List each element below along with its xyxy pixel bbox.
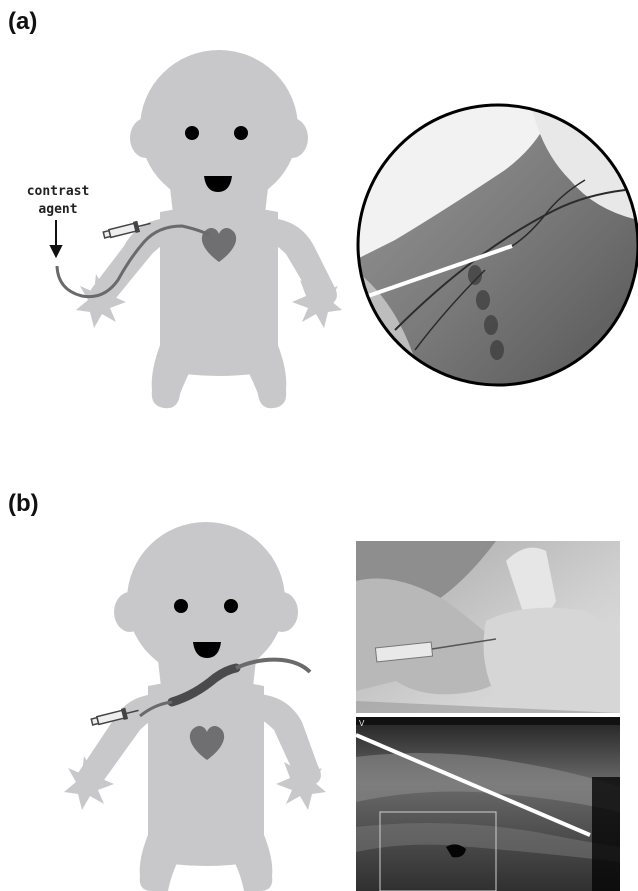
baby-figure-a xyxy=(0,40,350,420)
panel-label-b: (b) xyxy=(8,490,39,518)
ultrasound-image: V xyxy=(356,717,620,891)
eye-left xyxy=(174,599,188,613)
arrow-down-icon xyxy=(51,220,61,256)
ultrasound-mark: V xyxy=(359,719,365,728)
eye-right xyxy=(224,599,238,613)
baby-figure-b xyxy=(0,520,350,891)
eye-right xyxy=(234,126,248,140)
baby-body-b xyxy=(64,522,326,891)
procedure-photo xyxy=(356,541,620,713)
fluoroscopy-image xyxy=(355,100,638,390)
panel-label-a: (a) xyxy=(8,8,37,36)
eye-left xyxy=(185,126,199,140)
